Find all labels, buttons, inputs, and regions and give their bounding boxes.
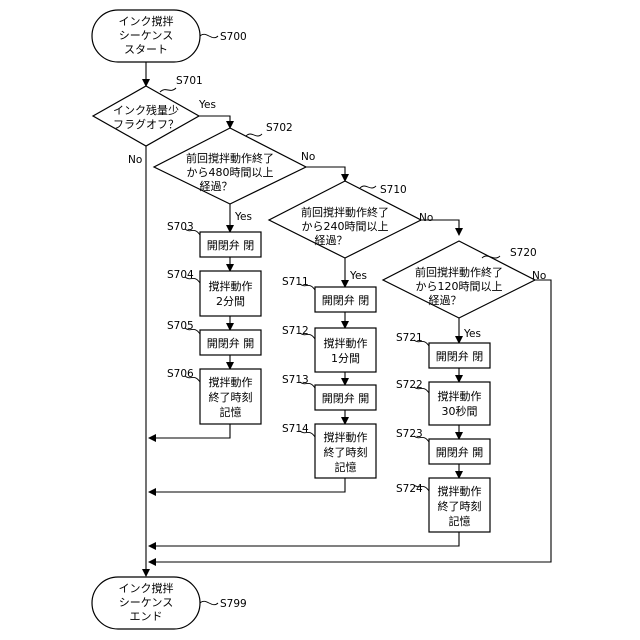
process-s724: 撹拌動作 終了時刻 記憶 S724 bbox=[396, 478, 490, 532]
decision-s702-no: No bbox=[301, 151, 315, 163]
process-s705-step: S705 bbox=[167, 320, 194, 332]
process-s705-line-1: 開閉弁 開 bbox=[207, 336, 255, 350]
decision-s720-yes: Yes bbox=[463, 328, 481, 340]
process-s704-line-2: 2分間 bbox=[216, 295, 245, 308]
process-s712-step: S712 bbox=[282, 325, 309, 337]
decision-s702-line-2: から480時間以上 bbox=[187, 166, 274, 179]
process-s723-line-1: 開閉弁 開 bbox=[436, 445, 484, 459]
process-s721-step: S721 bbox=[396, 332, 423, 344]
process-s712-line-1: 撹拌動作 bbox=[324, 336, 368, 350]
decision-s710-yes: Yes bbox=[349, 270, 367, 282]
decision-s720: 前回撹拌動作終了 から120時間以上 経過？ S720 Yes No bbox=[383, 241, 546, 340]
decision-s710-line-3: 経過？ bbox=[315, 234, 348, 247]
process-s704-line-1: 撹拌動作 bbox=[209, 279, 253, 293]
process-s722-step: S722 bbox=[396, 379, 423, 391]
end-terminator: インク撹拌 シーケンス エンド S799 bbox=[92, 577, 247, 629]
end-step-label: S799 bbox=[220, 598, 247, 610]
decision-s710-step: S710 bbox=[380, 184, 407, 196]
decision-s702-line-1: 前回撹拌動作終了 bbox=[186, 151, 274, 165]
process-s706: 撹拌動作 終了時刻 記憶 S706 bbox=[167, 368, 261, 424]
start-terminator: インク撹拌 シーケンス スタート S700 bbox=[92, 10, 247, 62]
end-line-1: インク撹拌 bbox=[119, 581, 174, 595]
process-s724-step: S724 bbox=[396, 483, 423, 495]
end-line-3: エンド bbox=[130, 610, 163, 623]
process-s722-line-1: 撹拌動作 bbox=[438, 389, 482, 403]
start-line-3: スタート bbox=[124, 43, 168, 56]
arrow-s714-return bbox=[149, 478, 345, 492]
process-s703: 開閉弁 閉 S703 bbox=[167, 221, 261, 257]
decision-s701-yes: Yes bbox=[198, 99, 216, 111]
process-s706-line-1: 撹拌動作 bbox=[209, 375, 253, 389]
decision-s720-line-2: から120時間以上 bbox=[416, 280, 503, 293]
start-line-2: シーケンス bbox=[119, 29, 173, 42]
process-s722-line-2: 30秒間 bbox=[442, 404, 478, 418]
process-s714-line-3: 記憶 bbox=[335, 460, 357, 474]
decision-s701-step: S701 bbox=[176, 75, 203, 87]
process-s703-line-1: 開閉弁 閉 bbox=[207, 238, 255, 252]
process-s724-line-3: 記憶 bbox=[449, 514, 471, 528]
process-s713-step: S713 bbox=[282, 374, 309, 386]
process-s712-line-2: 1分間 bbox=[331, 352, 360, 365]
decision-s710-no: No bbox=[419, 212, 433, 224]
decision-s702: 前回撹拌動作終了 から480時間以上 経過？ S702 Yes No bbox=[154, 122, 315, 223]
decision-s701-line-1: インク残量少 bbox=[113, 103, 179, 117]
process-s711-line-1: 開閉弁 閉 bbox=[322, 293, 370, 307]
process-s721-line-1: 開閉弁 閉 bbox=[436, 349, 484, 363]
decision-s710-line-1: 前回撹拌動作終了 bbox=[301, 205, 389, 219]
start-step-label: S700 bbox=[220, 31, 247, 43]
arrow-s702-no-to-s710 bbox=[306, 167, 345, 181]
decision-s720-line-1: 前回撹拌動作終了 bbox=[415, 265, 503, 279]
process-s713-line-1: 開閉弁 開 bbox=[322, 391, 370, 405]
decision-s702-yes: Yes bbox=[234, 211, 252, 223]
process-s706-step: S706 bbox=[167, 368, 194, 380]
process-s723-step: S723 bbox=[396, 428, 423, 440]
process-s712: 撹拌動作 1分間 S712 bbox=[282, 325, 376, 372]
process-s714-line-2: 終了時刻 bbox=[324, 445, 368, 459]
decision-s701-no: No bbox=[128, 154, 142, 166]
process-s705: 開閉弁 開 S705 bbox=[167, 320, 261, 355]
process-s711-step: S711 bbox=[282, 276, 309, 288]
process-s714-step: S714 bbox=[282, 423, 309, 435]
end-line-2: シーケンス bbox=[119, 596, 173, 609]
process-s724-line-1: 撹拌動作 bbox=[438, 484, 482, 498]
decision-s702-line-3: 経過？ bbox=[200, 180, 233, 193]
process-s704: 撹拌動作 2分間 S704 bbox=[167, 269, 261, 316]
decision-s720-line-3: 経過？ bbox=[429, 294, 462, 307]
process-s723: 開閉弁 開 S723 bbox=[396, 428, 490, 464]
process-s703-step: S703 bbox=[167, 221, 194, 233]
arrow-s706-return bbox=[149, 424, 230, 438]
decision-s701-line-2: フラグオフ？ bbox=[113, 117, 179, 131]
process-s722: 撹拌動作 30秒間 S722 bbox=[396, 379, 490, 425]
process-s714-line-1: 撹拌動作 bbox=[324, 430, 368, 444]
decision-s710-line-2: から240時間以上 bbox=[302, 220, 389, 233]
start-line-1: インク撹拌 bbox=[119, 14, 174, 28]
process-s713: 開閉弁 開 S713 bbox=[282, 374, 376, 410]
decision-s720-step: S720 bbox=[510, 247, 537, 259]
arrow-s701-yes-to-s702 bbox=[199, 116, 230, 128]
process-s706-line-3: 記憶 bbox=[220, 405, 242, 419]
process-s714: 撹拌動作 終了時刻 記憶 S714 bbox=[282, 423, 376, 478]
decision-s702-step: S702 bbox=[266, 122, 293, 134]
process-s704-step: S704 bbox=[167, 269, 194, 281]
process-s724-line-2: 終了時刻 bbox=[438, 499, 482, 513]
process-s706-line-2: 終了時刻 bbox=[209, 390, 253, 404]
arrow-s724-return bbox=[149, 532, 459, 546]
decision-s720-no: No bbox=[532, 270, 546, 282]
